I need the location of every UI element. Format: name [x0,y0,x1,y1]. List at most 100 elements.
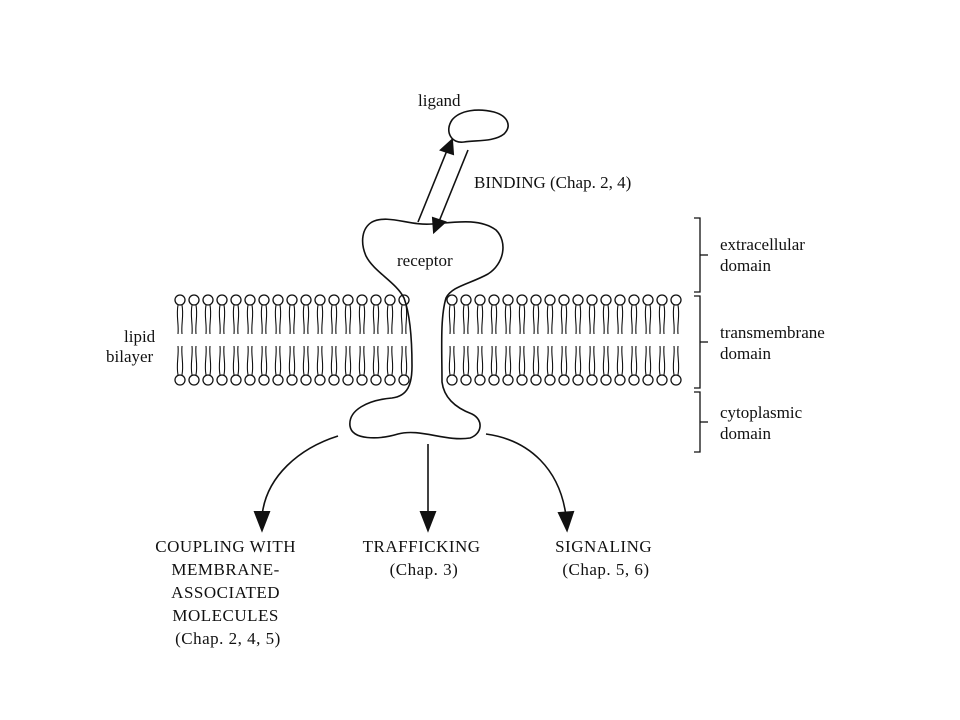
lipid-tail [560,304,563,335]
lipid-tail [602,304,605,335]
lipid-tail [246,304,249,335]
lipid-tail [344,345,347,376]
lipid-tail [462,304,465,335]
lipid-tail [377,345,380,376]
lipid-tail [349,304,352,335]
lipid-tail [400,304,403,335]
lipid-head [474,294,486,306]
lipid-head [398,374,410,386]
lipid-tail [279,304,282,335]
lipid-head [460,294,472,306]
lipid-tail [232,345,235,376]
transmembrane-domain-label: transmembrane domain [720,323,829,363]
lipid-head [572,294,584,306]
lipid-tail [209,304,212,335]
lipid-tail [358,304,361,335]
lipid-bilayer [174,294,682,386]
lipid-head [544,294,556,306]
lipid-bilayer-label: lipid bilayer [106,327,159,366]
lipid-tail [602,345,605,376]
lipid-head [300,374,312,386]
lipid-tail [251,345,254,376]
lipid-tail [504,304,507,335]
lipid-tail [616,304,619,335]
lipid-tail [274,304,277,335]
lipid-tail [495,345,498,376]
lipid-head [258,294,270,306]
lipid-head [446,294,458,306]
lipid-tail [593,304,596,335]
lipid-head [300,294,312,306]
lipid-head [600,294,612,306]
lipid-tail [560,345,563,376]
lipid-bilayer-line-1: lipid [124,327,156,346]
lipid-head [314,374,326,386]
lipid-tail [204,345,207,376]
lipid-tail [504,345,507,376]
domain-brackets [694,217,708,453]
cytoplasmic-line-2: domain [720,424,771,443]
lipid-tail [302,345,305,376]
lipid-head [530,374,542,386]
lipid-head [272,374,284,386]
lipid-tail [372,345,375,376]
lipid-tail [579,345,582,376]
cytoplasmic-line-1: cytoplasmic [720,403,803,422]
lipid-tail [400,345,403,376]
lipid-tail [621,304,624,335]
lipid-tail [523,304,526,335]
lipid-head [342,294,354,306]
lipid-tail [574,304,577,335]
lipid-tail [307,345,310,376]
lipid-tail [644,304,647,335]
lipid-head [572,374,584,386]
lipid-tail [644,345,647,376]
lipid-tail [251,304,254,335]
lipid-bilayer-line-2: bilayer [106,347,154,366]
lipid-tail [237,345,240,376]
lipid-head [342,374,354,386]
trafficking-line-1: TRAFFICKING [363,537,481,556]
lipid-tail [316,345,319,376]
lipid-tail [448,345,451,376]
lipid-head [516,294,528,306]
lipid-head [446,374,458,386]
lipid-head [370,294,382,306]
lipid-head [656,294,668,306]
lipid-head [488,374,500,386]
lipid-tail [677,304,680,335]
lipid-head [286,294,298,306]
lipid-head [642,374,654,386]
transmembrane-line-1: transmembrane [720,323,825,342]
lipid-head [356,374,368,386]
lipid-tail [316,304,319,335]
lipid-head [516,374,528,386]
lipid-tail [321,304,324,335]
lipid-tail [546,304,549,335]
extracellular-line-1: extracellular [720,235,805,254]
trafficking-outcome-label: TRAFFICKING (Chap. 3) [363,537,486,579]
lipid-tail [335,304,338,335]
lipid-tail [476,345,479,376]
lipid-head [642,294,654,306]
lipid-tail [607,304,610,335]
cytoplasmic-domain-label: cytoplasmic domain [720,403,806,443]
lipid-head [502,294,514,306]
lipid-head [558,294,570,306]
lipid-tail [635,304,638,335]
lipid-tail [218,304,221,335]
lipid-tail [551,345,554,376]
lipid-tail [481,304,484,335]
lipid-tail [518,345,521,376]
lipid-tail [223,304,226,335]
lipid-tail [181,345,184,376]
lipid-head [586,374,598,386]
lipid-tail [658,345,661,376]
lipid-tail [363,345,366,376]
lipid-head [244,374,256,386]
lipid-head [230,294,242,306]
signaling-outcome-label: SIGNALING (Chap. 5, 6) [555,537,657,579]
lipid-tail [377,304,380,335]
extracellular-domain-label: extracellular domain [720,235,809,275]
lipid-tail [391,345,394,376]
